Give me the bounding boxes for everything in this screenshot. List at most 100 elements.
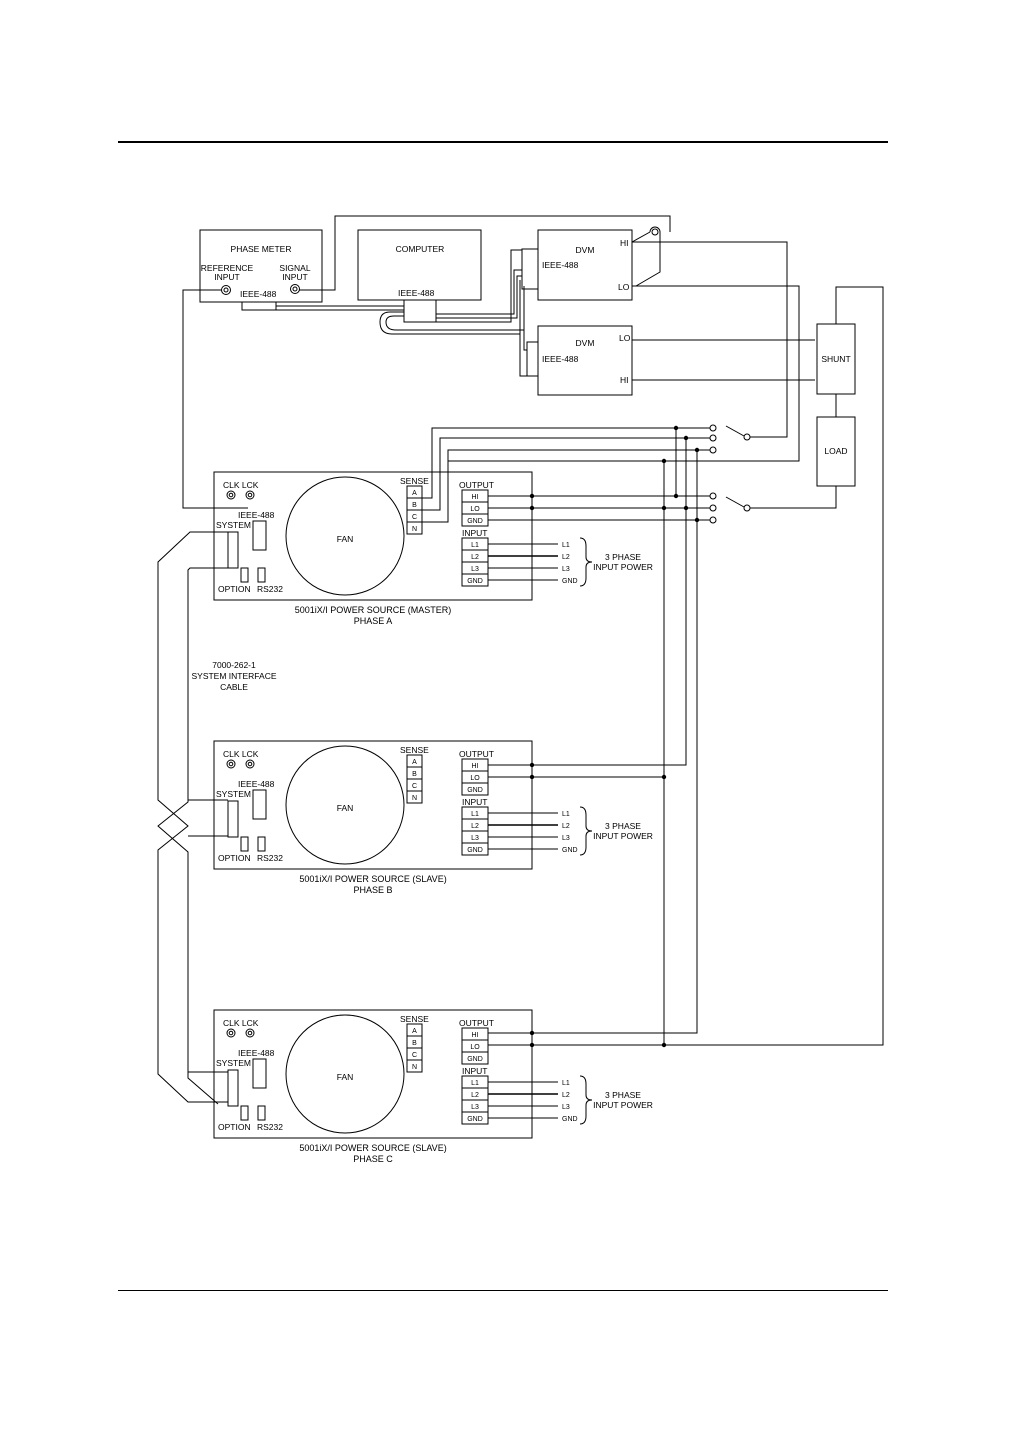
sense-label: SENSE [400,1014,429,1024]
sense-terminal-label: B [412,771,417,778]
sense-terminal-label: A [412,490,417,497]
input-terminal-label: L1 [471,542,479,549]
signal-wiring [182,215,884,1046]
input-terminal-label: L1 [471,1080,479,1087]
fan-label: FAN [337,534,354,544]
system-label: SYSTEM [216,789,251,799]
system-label: SYSTEM [216,1058,251,1068]
sense-terminal [406,790,423,804]
option-port [240,1105,249,1121]
unit-caption: 5001iX/I POWER SOURCE (SLAVE) [299,1143,446,1153]
load: LOAD [816,416,856,487]
output-terminal [461,782,489,796]
phase-power-label: INPUT POWER [593,562,653,572]
shunt: SHUNT [816,323,856,395]
ieee-488-port [252,1058,267,1089]
line-label: L2 [562,823,570,830]
dvm-title: DVM [576,245,595,255]
line-label: L3 [562,835,570,842]
phase-meter-bus-label: IEEE-488 [240,289,277,299]
rs232-port [257,1105,266,1121]
phase-power-label: INPUT POWER [593,1100,653,1110]
shunt-label: SHUNT [821,354,850,364]
sense-terminal [406,1059,423,1073]
rs232-port [257,836,266,852]
signal-input-label: SIGNAL [279,263,310,273]
sense-terminal-label: B [412,502,417,509]
load-label: LOAD [824,446,847,456]
unit-chassis [213,1009,533,1139]
clk-lck-connector [226,1028,236,1038]
reference-input-label: REFERENCE [201,263,254,273]
clk-lck-connector [247,761,253,767]
phase-meter: PHASE METER REFERENCE INPUT SIGNAL INPUT… [199,229,323,311]
line-label: L3 [562,566,570,573]
line-label: GND [562,847,578,854]
output-terminal [461,513,489,527]
output-terminal-label: GND [467,787,483,794]
clk-lck-connector [226,490,236,500]
dvm-lo-label: LO [618,282,630,292]
system-port [227,531,239,569]
input-terminal-label: GND [467,1116,483,1123]
output-label: OUTPUT [459,1018,494,1028]
sense-label: SENSE [400,745,429,755]
line-label: L3 [562,1104,570,1111]
signal-input-connector [292,286,298,292]
dvm-bus-label: IEEE-488 [542,260,579,270]
reference-input-connector [221,285,231,295]
output-terminal-label: HI [472,1032,479,1039]
input-terminal-label: L3 [471,566,479,573]
clk-lck-connector [245,759,255,769]
output-label: OUTPUT [459,749,494,759]
rs232-label: RS232 [257,853,283,863]
option-label: OPTION [218,1122,251,1132]
unit-chassis [213,471,533,601]
output-terminal [461,1051,489,1065]
computer-bus-label: IEEE-488 [398,288,435,298]
system-interface-cable: 7000-262-1 SYSTEM INTERFACE CABLE [157,531,277,1105]
line-label: L1 [562,811,570,818]
line-label: L2 [562,554,570,561]
reference-input-connector [223,287,229,293]
footer-rule [118,1290,888,1291]
output-terminal-label: HI [472,494,479,501]
cable-part-number: 7000-262-1 [212,660,256,670]
input-terminal-label: GND [467,578,483,585]
fan [285,745,405,865]
sense-terminal-label: C [412,783,417,790]
input-power-brace [579,537,593,587]
sense-terminal-label: B [412,1040,417,1047]
output-terminal-label: GND [467,1056,483,1063]
sense-terminal-label: C [412,1052,417,1059]
rs232-label: RS232 [257,584,283,594]
clk-lck-label: CLK LCK [223,749,259,759]
output-terminal-label: GND [467,518,483,525]
rs232-label: RS232 [257,1122,283,1132]
signal-input-connector [290,284,300,294]
dvm-hi-label: HI [620,375,629,385]
option-label: OPTION [218,853,251,863]
clk-lck-label: CLK LCK [223,1018,259,1028]
option-port [240,836,249,852]
phase-power-label: INPUT POWER [593,831,653,841]
dvm-voltage: DVM IEEE-488 HI LO [521,229,633,301]
sense-terminal-label: C [412,514,417,521]
output-terminal-label: LO [470,506,480,513]
dvm-lo-label: LO [619,333,631,343]
line-label: GND [562,1116,578,1123]
system-label: SYSTEM [216,520,251,530]
ieee-488-port [252,789,267,820]
input-terminal-label: L2 [471,823,479,830]
sense-terminal-label: A [412,759,417,766]
output-terminal-label: HI [472,763,479,770]
ieee-488-label: IEEE-488 [238,1048,275,1058]
input-power-brace [579,806,593,856]
phase-meter-title: PHASE METER [231,244,292,254]
